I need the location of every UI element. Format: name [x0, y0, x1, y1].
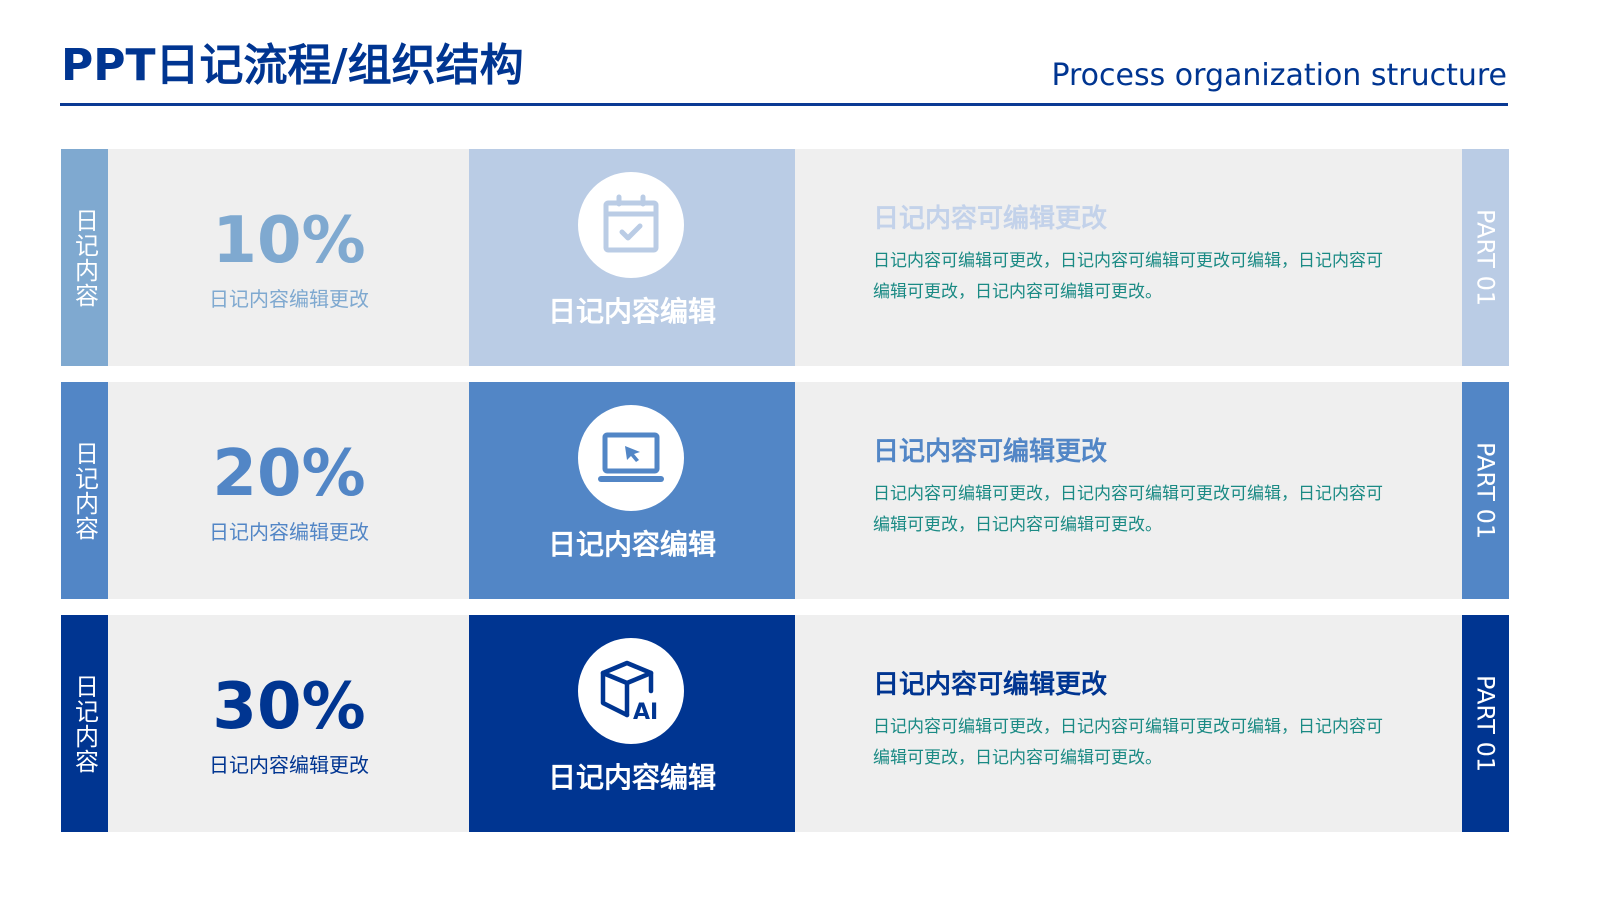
side-tab-label: 日记内容	[70, 440, 99, 541]
side-tab: 日记内容	[61, 615, 108, 832]
part-tab: PART 01	[1462, 615, 1509, 832]
part-tab: PART 01	[1462, 149, 1509, 366]
description-block: 日记内容可编辑更改 日记内容可编辑可更改，日记内容可编辑可更改可编辑，日记内容可…	[873, 382, 1413, 599]
center-card: 日记内容编辑	[469, 149, 795, 366]
percent-label: 日记内容编辑更改	[209, 287, 369, 311]
part-tab: PART 01	[1462, 382, 1509, 599]
process-row-1: 日记内容 10% 日记内容编辑更改 日记内容编辑 日记内容可编辑更改 日记内容可…	[61, 149, 1509, 366]
stat-block: 10% 日记内容编辑更改	[108, 149, 470, 366]
icon-circle: AI	[578, 638, 684, 744]
percent-value: 10%	[212, 204, 366, 278]
part-label: PART 01	[1471, 674, 1500, 773]
percent-label: 日记内容编辑更改	[209, 753, 369, 777]
page-title: PPT日记流程/组织结构	[61, 40, 524, 91]
center-card-label: 日记内容编辑	[547, 761, 716, 794]
side-tab: 日记内容	[61, 382, 108, 599]
side-tab-label: 日记内容	[70, 673, 99, 774]
stat-block: 20% 日记内容编辑更改	[108, 382, 470, 599]
description-body: 日记内容可编辑可更改，日记内容可编辑可更改可编辑，日记内容可编辑可更改，日记内容…	[873, 251, 1383, 302]
description-heading: 日记内容可编辑更改	[873, 437, 1108, 467]
center-card-label: 日记内容编辑	[547, 295, 716, 328]
calendar-check-icon	[603, 194, 659, 253]
description-block: 日记内容可编辑更改 日记内容可编辑可更改，日记内容可编辑可更改可编辑，日记内容可…	[873, 615, 1413, 832]
header-divider	[60, 103, 1508, 106]
part-label: PART 01	[1471, 441, 1500, 540]
description-body: 日记内容可编辑可更改，日记内容可编辑可更改可编辑，日记内容可编辑可更改，日记内容…	[873, 484, 1383, 535]
description-body: 日记内容可编辑可更改，日记内容可编辑可更改可编辑，日记内容可编辑可更改，日记内容…	[873, 717, 1383, 768]
process-row-3: 日记内容 30% 日记内容编辑更改 AI 日记内容编辑 日记内容可编辑更改 日记…	[61, 615, 1509, 832]
svg-text:AI: AI	[633, 700, 658, 723]
side-tab: 日记内容	[61, 149, 108, 366]
part-label: PART 01	[1471, 208, 1500, 307]
description-block: 日记内容可编辑更改 日记内容可编辑可更改，日记内容可编辑可更改可编辑，日记内容可…	[873, 149, 1413, 366]
center-card: 日记内容编辑	[469, 382, 795, 599]
center-card-label: 日记内容编辑	[547, 528, 716, 561]
percent-value: 30%	[212, 670, 366, 744]
description-heading: 日记内容可编辑更改	[873, 670, 1108, 700]
page-subtitle: Process organization structure	[1051, 58, 1507, 93]
percent-label: 日记内容编辑更改	[209, 520, 369, 544]
stat-block: 30% 日记内容编辑更改	[108, 615, 470, 832]
process-row-2: 日记内容 20% 日记内容编辑更改 日记内容编辑 日记内容可编辑更改 日记内容可…	[61, 382, 1509, 599]
percent-value: 20%	[212, 437, 366, 511]
laptop-cursor-icon	[598, 432, 664, 482]
side-tab-label: 日记内容	[70, 207, 99, 308]
icon-circle	[578, 405, 684, 511]
description-heading: 日记内容可编辑更改	[873, 204, 1108, 234]
ai-cube-icon: AI	[600, 660, 658, 723]
icon-circle	[578, 172, 684, 278]
center-card: AI 日记内容编辑	[469, 615, 795, 832]
